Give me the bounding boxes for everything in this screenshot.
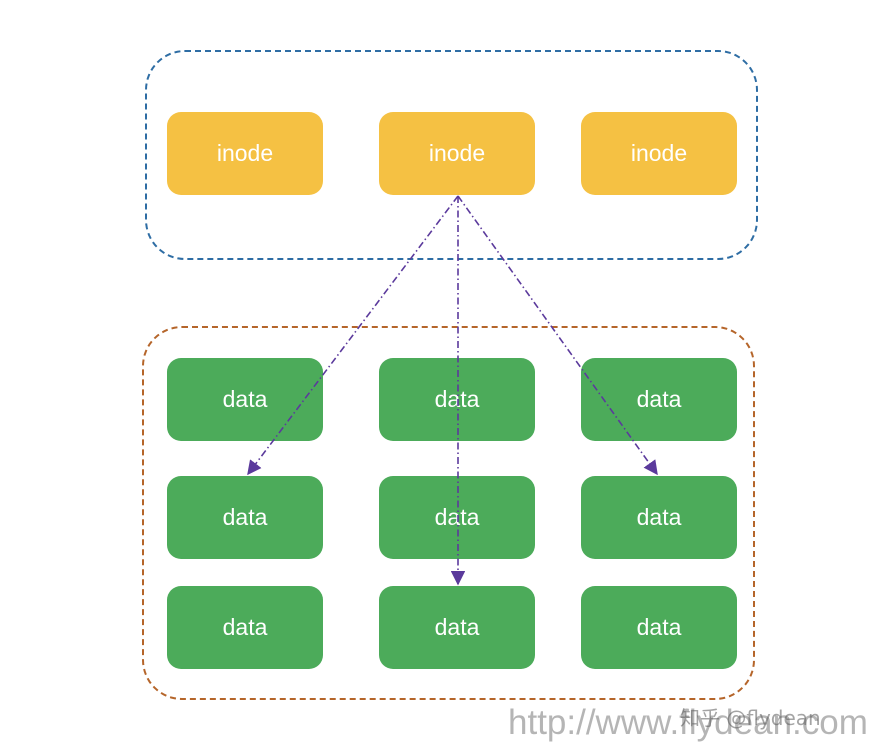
data-label: data (636, 614, 682, 640)
data-block-row1-col3: data (581, 358, 737, 441)
data-label: data (222, 614, 268, 640)
data-block-row1-col2: data (379, 358, 535, 441)
data-label: data (636, 504, 682, 530)
data-block-row2-col2: data (379, 476, 535, 559)
data-block-row3-col2: data (379, 586, 535, 669)
data-block-row2-col3: data (581, 476, 737, 559)
inode-block-3: inode (581, 112, 737, 195)
data-label: data (434, 504, 480, 530)
inode-block-1: inode (167, 112, 323, 195)
watermark-zhihu: 知乎 @flydean (680, 706, 821, 730)
data-label: data (434, 386, 480, 412)
data-block-row1-col1: data (167, 358, 323, 441)
data-label: data (434, 614, 480, 640)
data-label: data (222, 504, 268, 530)
data-block-row3-col3: data (581, 586, 737, 669)
inode-label: inode (428, 140, 486, 166)
inode-label: inode (216, 140, 274, 166)
inode-block-2: inode (379, 112, 535, 195)
watermark-url: http://www.flydean.com (508, 703, 868, 742)
data-label: data (636, 386, 682, 412)
data-block-row3-col1: data (167, 586, 323, 669)
data-label: data (222, 386, 268, 412)
inode-label: inode (630, 140, 688, 166)
data-block-row2-col1: data (167, 476, 323, 559)
